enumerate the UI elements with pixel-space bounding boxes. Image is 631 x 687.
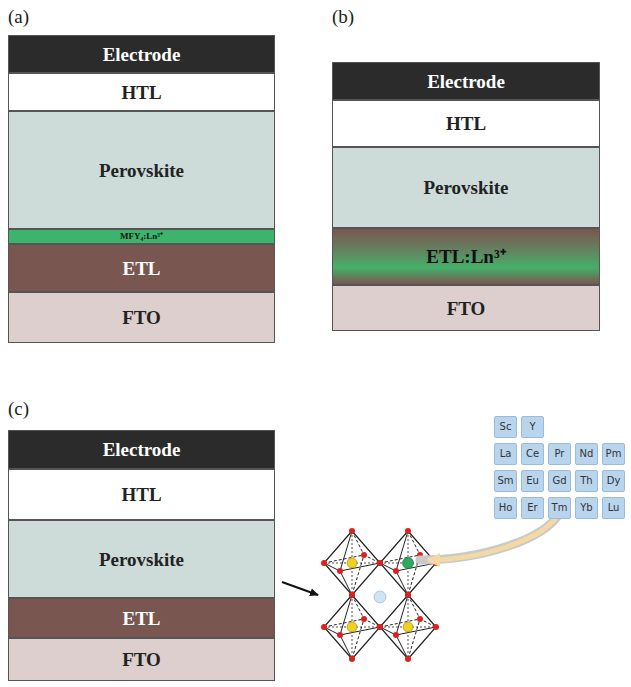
layer-name: HTL bbox=[121, 83, 161, 102]
layer-name: FTO bbox=[122, 650, 161, 669]
electrode-layer: Electrode bbox=[8, 35, 275, 73]
interlayer: MFY₄:Ln³⁺ bbox=[8, 229, 275, 244]
element-tile: Ce bbox=[521, 443, 544, 465]
layer-name: HTL bbox=[446, 114, 486, 133]
element-symbol: Pr bbox=[555, 449, 565, 459]
layer-name: Perovskite bbox=[423, 178, 508, 197]
element-tile: Th bbox=[575, 470, 598, 492]
element-tile: Er bbox=[521, 497, 544, 519]
htl-layer: HTL bbox=[8, 73, 275, 111]
etl-layer: ETL bbox=[8, 244, 275, 292]
element-tile: Sm bbox=[494, 470, 517, 492]
layer-name: Electrode bbox=[103, 440, 181, 459]
element-symbol: Dy bbox=[607, 476, 621, 486]
element-symbol: Th bbox=[580, 476, 592, 486]
element-symbol: Sm bbox=[497, 476, 513, 486]
layer-name: MFY₄:Ln³⁺ bbox=[120, 232, 163, 241]
fto-layer: FTO bbox=[332, 285, 600, 331]
layer-name: Electrode bbox=[427, 72, 505, 91]
etl-layer: ETL bbox=[8, 598, 275, 638]
element-tile: Eu bbox=[521, 470, 544, 492]
element-symbol: Eu bbox=[526, 476, 539, 486]
layer-name: Perovskite bbox=[99, 161, 184, 180]
doped-etl-layer: ETL:Ln³⁺ bbox=[332, 228, 600, 285]
element-tile: Tm bbox=[548, 497, 571, 519]
layer-name: FTO bbox=[447, 299, 486, 318]
element-tile: Sc bbox=[494, 416, 517, 438]
element-symbol: Y bbox=[529, 422, 535, 432]
layer-name: ETL:Ln³⁺ bbox=[426, 247, 505, 266]
element-symbol: Tm bbox=[552, 503, 568, 513]
element-symbol: Ce bbox=[526, 449, 539, 459]
element-tile: Pm bbox=[602, 443, 625, 465]
panel-label: (a) bbox=[8, 6, 29, 28]
perovskite-layer: Perovskite bbox=[8, 520, 275, 598]
element-tile: Lu bbox=[602, 497, 625, 519]
element-tile: Y bbox=[521, 416, 544, 438]
layer-name: HTL bbox=[121, 485, 161, 504]
element-tile: Pr bbox=[548, 443, 571, 465]
element-tile: Gd bbox=[548, 470, 571, 492]
layer-name: FTO bbox=[122, 308, 161, 327]
panel-label: (c) bbox=[8, 398, 29, 420]
element-tile: Ho bbox=[494, 497, 517, 519]
element-tile: Dy bbox=[602, 470, 625, 492]
element-symbol: La bbox=[500, 449, 512, 459]
element-symbol: Sc bbox=[500, 422, 512, 432]
element-symbol: Yb bbox=[580, 503, 592, 513]
fto-layer: FTO bbox=[8, 292, 275, 343]
element-symbol: Ho bbox=[499, 503, 513, 513]
element-tile: Nd bbox=[575, 443, 598, 465]
electrode-layer: Electrode bbox=[332, 62, 600, 100]
layer-name: Electrode bbox=[103, 45, 181, 64]
element-symbol: Gd bbox=[552, 476, 566, 486]
element-tile: La bbox=[494, 443, 517, 465]
perovskite-layer: Perovskite bbox=[332, 147, 600, 228]
element-symbol: Pm bbox=[606, 449, 622, 459]
element-symbol: Nd bbox=[580, 449, 594, 459]
htl-layer: HTL bbox=[8, 469, 275, 520]
element-tile: Yb bbox=[575, 497, 598, 519]
element-symbol: Er bbox=[527, 503, 537, 513]
perovskite-layer: Perovskite bbox=[8, 111, 275, 229]
layer-name: ETL bbox=[122, 259, 160, 278]
layer-name: ETL bbox=[122, 609, 160, 628]
electrode-layer: Electrode bbox=[8, 430, 275, 469]
htl-layer: HTL bbox=[332, 100, 600, 147]
fto-layer: FTO bbox=[8, 638, 275, 681]
layer-name: Perovskite bbox=[99, 550, 184, 569]
panel-label: (b) bbox=[332, 6, 354, 28]
element-symbol: Lu bbox=[608, 503, 620, 513]
